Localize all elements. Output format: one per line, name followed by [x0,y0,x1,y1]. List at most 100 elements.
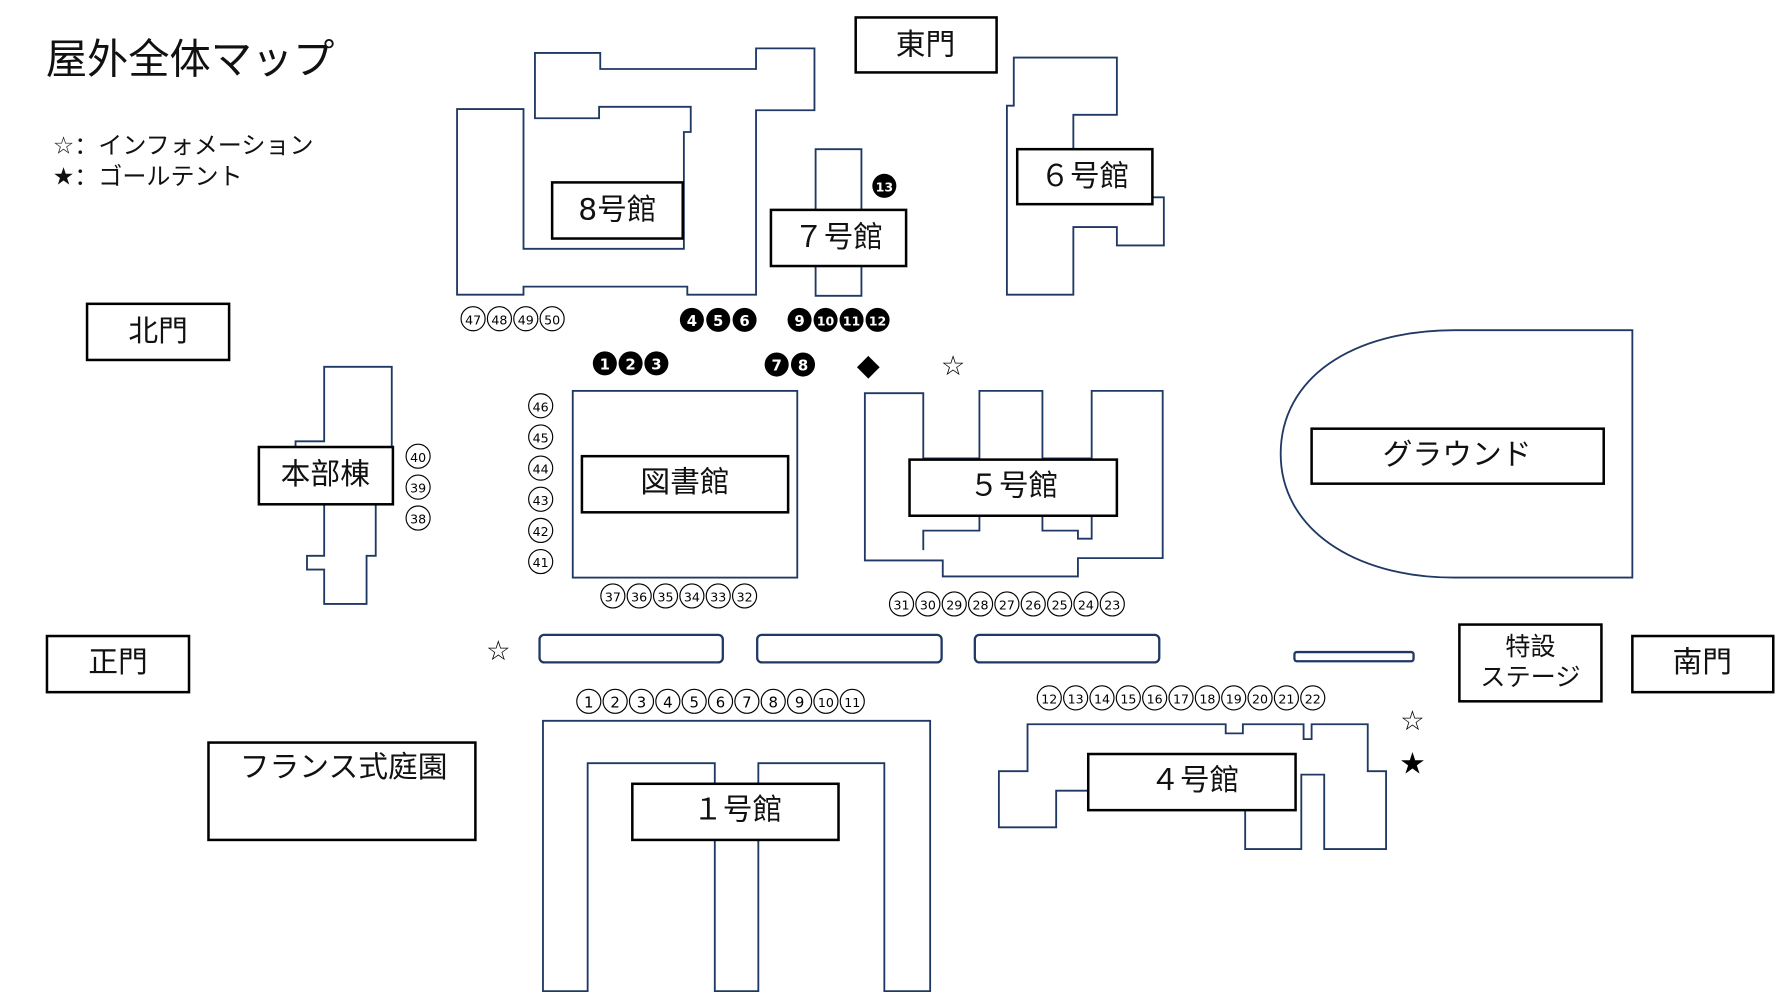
booth-marker-outline-29[interactable]: 29 [941,591,967,617]
building-6-outline [1005,56,1165,296]
booth-marker-outline-20[interactable]: 20 [1247,685,1273,711]
marker-number: 5 [689,693,698,711]
booth-marker-outline-19[interactable]: 19 [1221,685,1247,711]
info-star-icon[interactable]: ☆ [1400,705,1425,737]
booth-marker-outline-41[interactable]: 41 [528,548,554,575]
booth-marker-filled-6[interactable]: 6 [732,307,757,332]
booth-marker-outline-7[interactable]: 7 [734,688,760,714]
booth-marker-outline-48[interactable]: 48 [486,306,513,332]
booth-marker-outline-38[interactable]: 38 [405,505,431,531]
south-gate-label[interactable]: 南門 [1631,634,1775,694]
booth-marker-outline-34[interactable]: 34 [679,583,705,609]
marker-circle [528,548,554,575]
building-6-label[interactable]: ６号館 [1015,147,1154,206]
booth-marker-outline-37[interactable]: 37 [600,583,626,609]
marker-circle [679,583,705,609]
ground-label[interactable]: グラウンド [1310,427,1605,485]
booth-marker-outline-2[interactable]: 2 [602,688,628,714]
booth-marker-outline-36[interactable]: 36 [626,583,652,609]
booth-marker-outline-24[interactable]: 24 [1073,591,1099,617]
booth-marker-outline-8[interactable]: 8 [760,688,786,714]
french-garden-label[interactable]: フランス式庭園 [207,741,477,842]
building-5-inner [1041,515,1093,540]
booth-marker-outline-15[interactable]: 15 [1115,685,1141,711]
booth-marker-outline-11[interactable]: 11 [839,688,865,714]
booth-marker-outline-6[interactable]: 6 [707,688,734,714]
booth-marker-outline-50[interactable]: 50 [539,306,565,332]
special-stage-label[interactable]: 特設 ステージ [1458,623,1603,703]
north-gate-label[interactable]: 北門 [85,302,231,362]
marker-number: 42 [533,524,549,539]
booth-marker-outline-4[interactable]: 4 [655,688,681,714]
building-4-label[interactable]: ４号館 [1086,752,1297,812]
info-star-icon[interactable]: ☆ [941,350,966,382]
legend-info-text: ：インフォメーション [74,132,313,160]
library-label[interactable]: 図書館 [580,454,790,514]
booth-marker-filled-1[interactable]: 1 [592,351,617,376]
east-gate-label[interactable]: 東門 [854,16,998,74]
main-gate-label[interactable]: 正門 [45,634,191,694]
booth-marker-filled-10[interactable]: 10 [813,307,838,332]
booth-marker-outline-30[interactable]: 30 [915,591,941,617]
booth-marker-outline-35[interactable]: 35 [652,583,679,609]
booth-marker-outline-18[interactable]: 18 [1194,685,1220,711]
booth-marker-outline-26[interactable]: 26 [1020,591,1046,617]
building-1-label[interactable]: １号館 [631,782,840,842]
marker-circle [626,583,652,609]
booth-marker-outline-17[interactable]: 17 [1168,685,1194,711]
booth-marker-outline-22[interactable]: 22 [1300,685,1326,711]
info-star-icon[interactable]: ☆ [486,635,511,667]
booth-marker-outline-10[interactable]: 10 [813,688,839,714]
marker-circle [628,688,655,714]
booth-marker-outline-47[interactable]: 47 [460,306,486,332]
booth-marker-filled-3[interactable]: 3 [644,351,669,376]
booth-marker-outline-43[interactable]: 43 [528,486,554,512]
svg-text:★：ゴールテント: ★：ゴールテント [53,163,243,191]
booth-marker-filled-11[interactable]: 11 [839,307,864,332]
booth-marker-filled-2[interactable]: 2 [618,351,643,376]
walkway-bar [973,633,1161,664]
honbu-label[interactable]: 本部棟 [257,445,395,506]
booth-marker-outline-27[interactable]: 27 [994,591,1020,617]
booth-marker-outline-5[interactable]: 5 [681,688,707,714]
marker-number: 45 [533,431,549,446]
building-5-label[interactable]: ５号館 [908,458,1119,518]
booth-marker-outline-40[interactable]: 40 [405,443,431,469]
marker-number: 6 [739,312,749,330]
booth-marker-outline-45[interactable]: 45 [528,424,554,450]
marker-circle [486,306,513,332]
booth-marker-outline-9[interactable]: 9 [786,688,813,714]
booth-marker-filled-12[interactable]: 12 [865,307,890,332]
booth-marker-outline-33[interactable]: 33 [705,583,731,609]
booth-marker-outline-31[interactable]: 31 [888,591,915,617]
page-title: 屋外全体マップ [46,36,335,84]
booth-marker-outline-25[interactable]: 25 [1046,591,1073,617]
booth-marker-outline-16[interactable]: 16 [1142,685,1168,711]
booth-marker-outline-23[interactable]: 23 [1099,591,1125,617]
booth-marker-outline-42[interactable]: 42 [528,517,554,544]
svg-text:南門: 南門 [1672,645,1732,680]
building-7-label[interactable]: ７号館 [769,208,908,268]
booth-marker-outline-49[interactable]: 49 [513,306,539,332]
booth-marker-outline-21[interactable]: 21 [1273,685,1300,711]
booth-marker-outline-32[interactable]: 32 [731,583,758,609]
booth-marker-outline-14[interactable]: 14 [1089,685,1115,711]
booth-marker-filled-8[interactable]: 8 [790,352,816,377]
booth-marker-outline-12[interactable]: 12 [1036,685,1062,711]
booth-marker-outline-39[interactable]: 39 [405,474,431,500]
booth-marker-filled-4[interactable]: 4 [679,307,704,332]
booth-marker-filled-9[interactable]: 9 [787,307,812,332]
booth-marker-filled-7[interactable]: 7 [764,352,789,377]
marker-number: 33 [710,590,726,605]
building-8-label[interactable]: 8号館 [550,181,684,240]
booth-marker-filled-13[interactable]: 13 [872,173,897,198]
booth-marker-outline-13[interactable]: 13 [1063,685,1089,711]
goal-star-icon[interactable]: ★ [1399,746,1426,781]
booth-marker-outline-1[interactable]: 1 [576,688,602,714]
booth-marker-outline-44[interactable]: 44 [528,455,554,481]
booth-marker-outline-3[interactable]: 3 [628,688,655,714]
booth-marker-outline-28[interactable]: 28 [967,591,994,617]
booth-marker-outline-46[interactable]: 46 [528,393,554,419]
booth-marker-filled-5[interactable]: 5 [706,307,731,332]
marker-circle [1247,685,1273,711]
